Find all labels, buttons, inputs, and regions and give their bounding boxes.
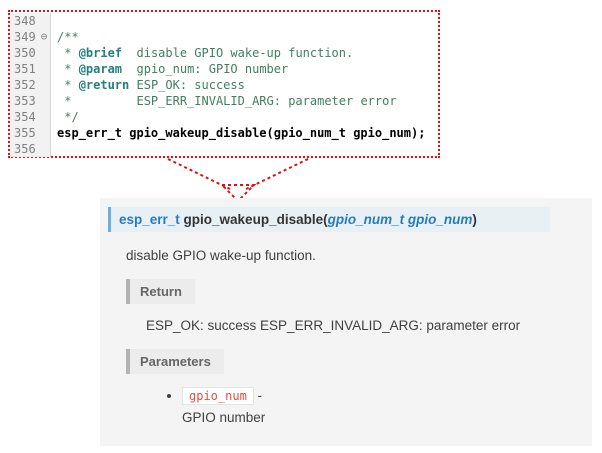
comment-text: disable GPIO wake-up function. bbox=[122, 46, 354, 60]
fold-gutter bbox=[38, 109, 51, 125]
fold-gutter bbox=[38, 93, 51, 109]
code-text: * @return ESP_OK: success bbox=[51, 77, 245, 93]
function-signature: esp_err_t gpio_wakeup_disable(gpio_num_t… bbox=[108, 207, 550, 232]
line-number: 350 bbox=[10, 45, 38, 61]
fold-gutter bbox=[38, 125, 51, 141]
doc-panel: esp_err_t gpio_wakeup_disable(gpio_num_t… bbox=[100, 198, 592, 446]
parameter-description: GPIO number bbox=[182, 410, 266, 425]
comment-text: ESP_OK: success bbox=[129, 78, 245, 92]
code-editor-snippet[interactable]: 348 349 ⊖ /** 350 * @brief disable GPIO … bbox=[8, 10, 440, 158]
fold-gutter bbox=[38, 45, 51, 61]
code-text: * @brief disable GPIO wake-up function. bbox=[51, 45, 353, 61]
code-line: 349 ⊖ /** bbox=[10, 29, 438, 45]
doc-tag: @param bbox=[78, 62, 123, 76]
code-line: 355 esp_err_t gpio_wakeup_disable(gpio_n… bbox=[10, 125, 438, 141]
line-number: 354 bbox=[10, 109, 38, 125]
line-number: 349 bbox=[10, 29, 38, 45]
code-text bbox=[51, 13, 57, 29]
parameter-name-literal: gpio_num bbox=[182, 387, 254, 405]
code-text: * @param gpio_num: GPIO number bbox=[51, 61, 288, 77]
line-number: 348 bbox=[10, 13, 38, 29]
parameters-rubric: Parameters bbox=[126, 349, 224, 374]
comment-text: gpio_num: GPIO number bbox=[122, 62, 289, 76]
code-line: 356 bbox=[10, 141, 438, 157]
comment-text: ESP_ERR_INVALID_ARG: parameter error bbox=[136, 94, 397, 108]
code-text bbox=[51, 141, 57, 157]
code-text: * ESP_ERR_INVALID_ARG: parameter error bbox=[51, 93, 397, 109]
code-line: 353 * ESP_ERR_INVALID_ARG: parameter err… bbox=[10, 93, 438, 109]
line-number: 355 bbox=[10, 125, 38, 141]
line-number: 351 bbox=[10, 61, 38, 77]
line-number: 352 bbox=[10, 77, 38, 93]
comment-text: * bbox=[57, 46, 79, 60]
param-type: gpio_num_t bbox=[327, 212, 408, 227]
parameter-item: gpio_num - GPIO number bbox=[182, 387, 592, 425]
parameters-list: gpio_num - GPIO number bbox=[100, 387, 592, 425]
return-value-text: ESP_OK: success ESP_ERR_INVALID_ARG: par… bbox=[146, 318, 521, 333]
code-line: 352 * @return ESP_OK: success bbox=[10, 77, 438, 93]
fold-collapse-icon[interactable]: ⊖ bbox=[38, 29, 51, 45]
function-name: gpio_wakeup_disable bbox=[183, 212, 324, 227]
code-text: */ bbox=[57, 110, 79, 124]
fold-gutter bbox=[38, 13, 51, 29]
comment-text: * bbox=[57, 62, 79, 76]
comment-text: * bbox=[57, 78, 79, 92]
doc-tag: @brief bbox=[78, 46, 123, 60]
line-number: 353 bbox=[10, 93, 38, 109]
code-line: 348 bbox=[10, 13, 438, 29]
code-line: 354 */ bbox=[10, 109, 438, 125]
return-rubric: Return bbox=[126, 279, 195, 304]
code-line: 351 * @param gpio_num: GPIO number bbox=[10, 61, 438, 77]
function-description: disable GPIO wake-up function. bbox=[126, 248, 316, 263]
line-number: 356 bbox=[10, 141, 38, 157]
doc-tag: @return bbox=[78, 78, 130, 92]
param-name: gpio_num bbox=[407, 212, 473, 227]
return-type: esp_err_t bbox=[119, 212, 184, 227]
parameter-separator: - bbox=[253, 388, 263, 403]
code-line: 350 * @brief disable GPIO wake-up functi… bbox=[10, 45, 438, 61]
fold-gutter bbox=[38, 77, 51, 93]
fold-gutter bbox=[38, 61, 51, 77]
comment-text: * bbox=[57, 94, 137, 108]
function-declaration-text: esp_err_t gpio_wakeup_disable(gpio_num_t… bbox=[57, 126, 426, 140]
paren-close: ) bbox=[472, 212, 477, 227]
code-text: /** bbox=[57, 30, 79, 44]
arrow-down-icon bbox=[167, 158, 309, 203]
paren-open: ( bbox=[323, 212, 328, 227]
fold-gutter bbox=[38, 141, 51, 157]
